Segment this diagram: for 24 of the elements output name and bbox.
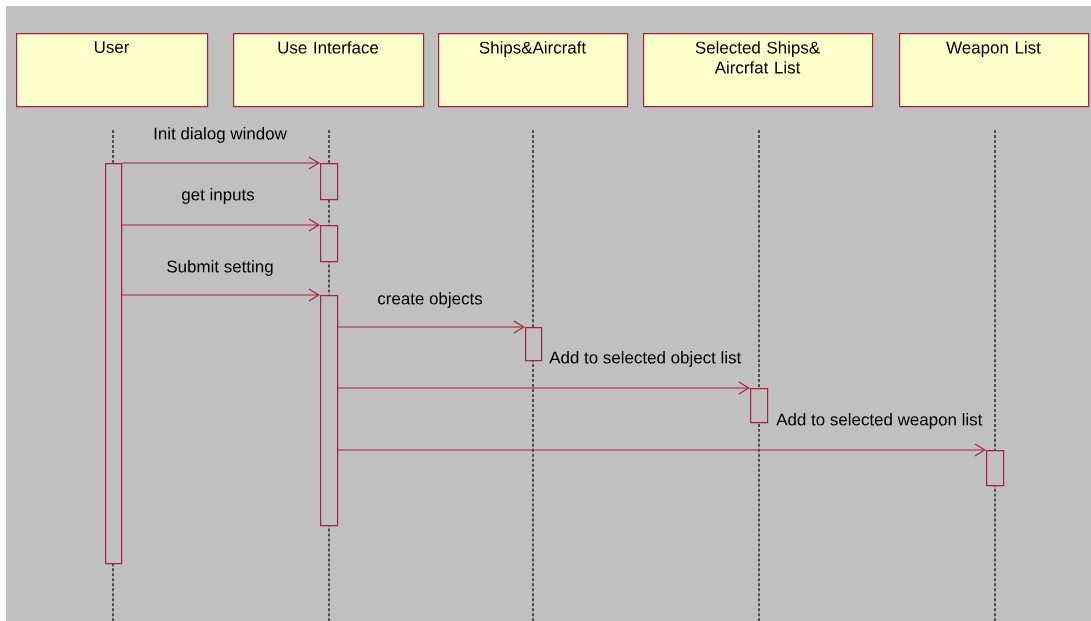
- activation-bar: [105, 163, 123, 565]
- activation-bar: [525, 327, 543, 362]
- message-arrow: [337, 381, 750, 395]
- lifeline-header-box: Weapon List: [899, 33, 1090, 108]
- activation-bar: [986, 450, 1005, 487]
- message-arrow: [337, 443, 986, 457]
- message-label: Add to selected weapon list: [775, 412, 984, 430]
- activation-bar: [750, 388, 769, 424]
- message-label: Init dialog window: [152, 126, 288, 144]
- message-label: Add to selected object list: [548, 350, 743, 368]
- message-arrow: [337, 320, 525, 334]
- lifeline-header-box: Use Interface: [233, 33, 425, 108]
- message-label: create objects: [376, 291, 484, 309]
- activation-bar: [320, 295, 339, 527]
- message-label: get inputs: [180, 187, 256, 205]
- message-label: Submit setting: [165, 259, 275, 277]
- activation-bar: [320, 163, 339, 201]
- message-arrow: [121, 218, 320, 232]
- lifeline-header-box: Selected Ships& Aircrfat List: [643, 33, 874, 108]
- lifeline-header-box: Ships&Aircraft: [438, 33, 629, 108]
- message-arrow: [121, 156, 320, 170]
- activation-bar: [320, 225, 339, 263]
- lifeline-header-box: User: [16, 33, 209, 108]
- message-arrow: [121, 288, 320, 302]
